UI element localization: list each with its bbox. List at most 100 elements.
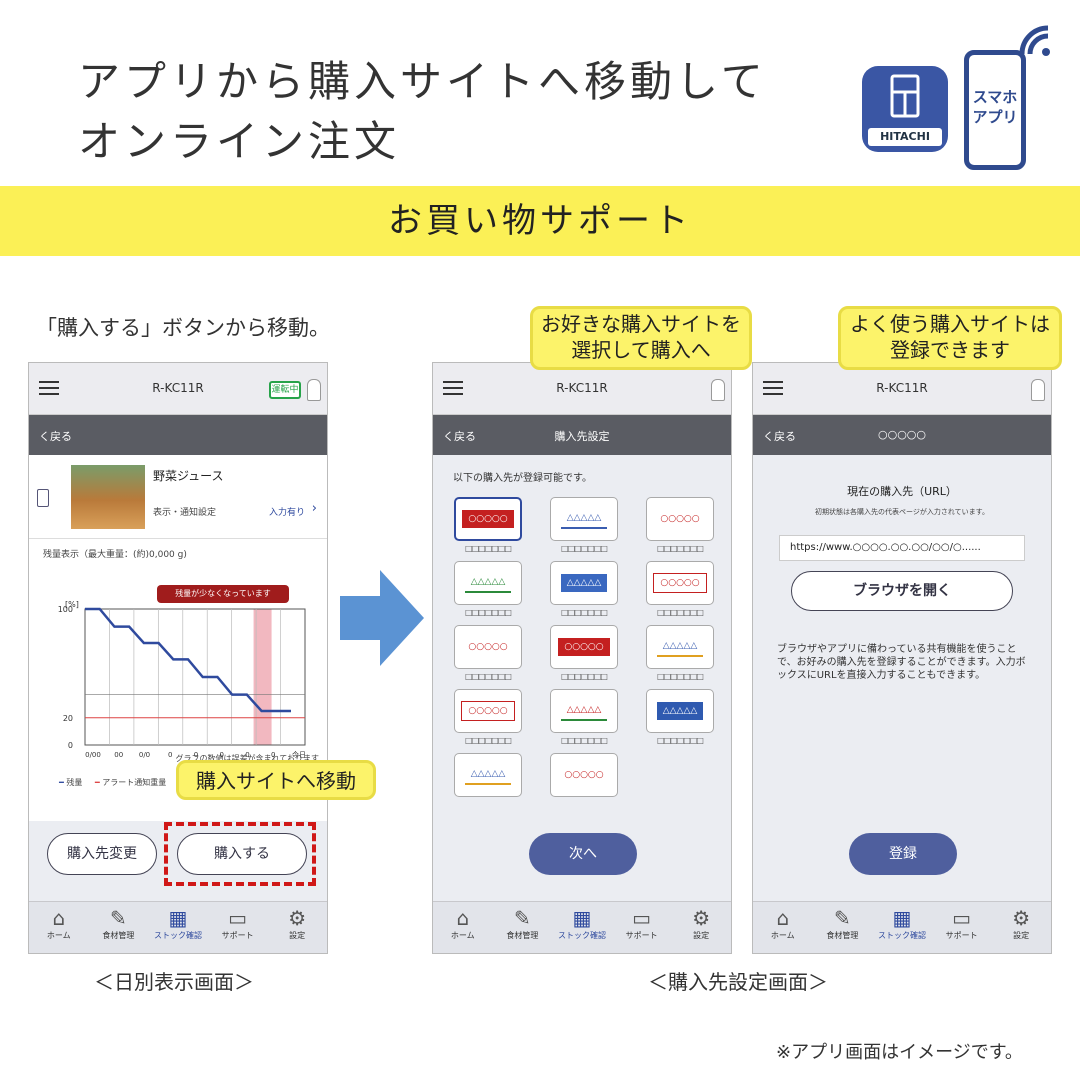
tab-label: サポート xyxy=(221,931,254,940)
store-logo-text: ○○○○○ xyxy=(461,701,515,721)
store-option[interactable]: △△△△△ xyxy=(451,753,525,797)
tab-food[interactable]: ✎食材管理 xyxy=(813,902,873,953)
gear-icon: ⚙ xyxy=(692,906,711,930)
next-button[interactable]: 次へ xyxy=(529,833,637,875)
tab-settings[interactable]: ⚙設定 xyxy=(267,902,327,953)
tab-support[interactable]: ▭サポート xyxy=(208,902,268,953)
initial-state-note: 初期状態は各購入先の代表ページが入力されています。 xyxy=(815,508,989,516)
back-button[interactable]: く戻る xyxy=(443,430,476,443)
product-image xyxy=(71,465,145,529)
store-name: □□□□□□□ xyxy=(561,672,608,681)
menu-icon[interactable] xyxy=(443,381,463,395)
store-option[interactable]: ○○○○○□□□□□□□ xyxy=(451,625,525,681)
store-option[interactable]: △△△△△□□□□□□□ xyxy=(547,689,621,745)
book-icon: ▭ xyxy=(952,906,972,930)
tab-label: サポート xyxy=(945,931,978,940)
item-row[interactable]: 野菜ジュース 表示・通知設定 入力有り › xyxy=(29,455,327,539)
stock-icon: ▦ xyxy=(892,906,912,930)
tab-bar-mid: ⌂ホーム ✎食材管理 ▦ストック確認 ▭サポート ⚙設定 xyxy=(433,901,731,953)
edit-icon: ✎ xyxy=(514,906,531,930)
fridge-small-icon xyxy=(37,489,49,507)
tab-home[interactable]: ⌂ホーム xyxy=(433,902,493,953)
tab-home[interactable]: ⌂ホーム xyxy=(29,902,89,953)
store-name: □□□□□□□ xyxy=(657,544,704,553)
x-tick-label: 0/00 xyxy=(85,751,101,759)
store-setting-caption: ＜購入先設定画面＞ xyxy=(648,970,828,994)
x-tick-label: 0 xyxy=(271,751,275,759)
x-tick-label: 0 xyxy=(194,751,198,759)
legend-remain-swatch: ━ xyxy=(59,778,67,787)
header: く戻る○○○○○ xyxy=(753,415,1051,455)
tab-home[interactable]: ⌂ホーム xyxy=(753,902,813,953)
description: ブラウザやアプリに備わっている共有機能を使うことで、お好みの購入先を登録すること… xyxy=(777,644,1026,681)
tab-food[interactable]: ✎食材管理 xyxy=(89,902,149,953)
daily-view-caption: ＜日別表示画面＞ xyxy=(94,970,254,994)
screen-title: 購入先設定 xyxy=(554,430,610,443)
register-button[interactable]: 登録 xyxy=(849,833,957,875)
store-logo: △△△△△ xyxy=(550,497,618,541)
arrow-right-icon xyxy=(340,570,424,666)
tab-label: ホーム xyxy=(770,931,795,940)
remaining-series-line xyxy=(85,607,291,713)
store-option[interactable]: ○○○○○□□□□□□□ xyxy=(451,689,525,745)
store-logo: ○○○○○ xyxy=(454,497,522,541)
callout-line-1: お好きな購入サイトを xyxy=(541,312,741,336)
tab-stock[interactable]: ▦ストック確認 xyxy=(872,902,932,953)
weight-label: 残量表示（最大重量：(約)0,000 g) xyxy=(43,550,187,560)
store-option[interactable]: △△△△△□□□□□□□ xyxy=(547,497,621,553)
store-name: □□□□□□□ xyxy=(561,608,608,617)
x-tick-label: 0 xyxy=(245,751,249,759)
status-badge: 運転中 xyxy=(269,381,301,399)
tab-label: ストック確認 xyxy=(877,931,926,940)
tab-support[interactable]: ▭サポート xyxy=(932,902,992,953)
stock-icon: ▦ xyxy=(168,906,188,930)
menu-icon[interactable] xyxy=(39,381,59,395)
store-option[interactable]: ○○○○○□□□□□□□ xyxy=(643,561,717,617)
store-logo-text: △△△△△ xyxy=(560,574,608,592)
menu-icon[interactable] xyxy=(763,381,783,395)
purchase-button[interactable]: 購入する xyxy=(177,833,307,875)
tab-food[interactable]: ✎食材管理 xyxy=(493,902,553,953)
tab-stock[interactable]: ▦ストック確認 xyxy=(552,902,612,953)
wifi-icon xyxy=(1019,25,1050,56)
status-bar: R-KC11R xyxy=(753,363,1051,415)
tab-label: 設定 xyxy=(1013,931,1030,940)
store-option[interactable]: ○○○○○ □□□□□□□ xyxy=(547,625,621,681)
tab-label: ホーム xyxy=(46,931,71,940)
left-caption: 「購入する」ボタンから移動。 xyxy=(36,316,330,340)
store-option[interactable]: △△△△△□□□□□□□ xyxy=(643,625,717,681)
store-logo-text: △△△△△ xyxy=(464,765,512,785)
store-option[interactable]: △△△△△□□□□□□□ xyxy=(643,689,717,745)
gear-icon: ⚙ xyxy=(288,906,307,930)
tab-settings[interactable]: ⚙設定 xyxy=(671,902,731,953)
notification-icon[interactable] xyxy=(1031,379,1045,401)
store-option[interactable]: ○○○○○ xyxy=(547,753,621,797)
notification-icon[interactable] xyxy=(307,379,321,401)
header: く戻る 購入先設定 xyxy=(433,415,731,455)
current-store-label: 現在の購入先（URL） xyxy=(847,485,957,498)
back-button[interactable]: く戻る xyxy=(39,430,72,443)
store-option[interactable]: ○○○○○□□□□□□□ xyxy=(451,497,525,553)
url-input[interactable]: https://www.○○○○.○○.○○/○○/○...... xyxy=(779,535,1025,561)
open-browser-button[interactable]: ブラウザを開く xyxy=(791,571,1013,611)
tab-settings[interactable]: ⚙設定 xyxy=(991,902,1051,953)
store-name: □□□□□□□ xyxy=(465,608,512,617)
tab-support[interactable]: ▭サポート xyxy=(612,902,672,953)
store-logo-text: ○○○○○ xyxy=(462,638,514,656)
store-option[interactable]: ○○○○○□□□□□□□ xyxy=(643,497,717,553)
store-logo-text: ○○○○○ xyxy=(558,638,610,656)
notification-icon[interactable] xyxy=(711,379,725,401)
store-option[interactable]: △△△△△□□□□□□□ xyxy=(451,561,525,617)
tab-stock[interactable]: ▦ストック確認 xyxy=(148,902,208,953)
store-logo: △△△△△ xyxy=(646,689,714,733)
store-option[interactable]: △△△△△ □□□□□□□ xyxy=(547,561,621,617)
shopping-support-banner: お買い物サポート xyxy=(0,186,1080,256)
back-button[interactable]: く戻る xyxy=(763,430,796,443)
register-screen: R-KC11R く戻る○○○○○ 現在の購入先（URL） 初期状態は各購入先の代… xyxy=(752,362,1052,954)
store-name: □□□□□□□ xyxy=(657,672,704,681)
callout-select-site: お好きな購入サイトを選択して購入へ xyxy=(530,306,752,370)
change-store-button[interactable]: 購入先変更 xyxy=(47,833,157,875)
store-logo: △△△△△ xyxy=(454,753,522,797)
gear-icon: ⚙ xyxy=(1012,906,1031,930)
store-logo-text: ○○○○○ xyxy=(462,510,514,528)
